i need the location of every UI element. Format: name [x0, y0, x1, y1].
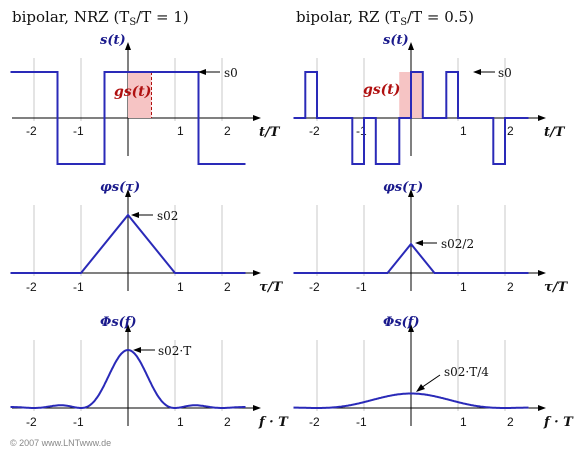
tick-label: 1 — [177, 124, 184, 138]
x-axis-label: τ/T — [259, 280, 283, 295]
psd-curve — [293, 392, 529, 409]
tick-label: -2 — [309, 415, 320, 429]
signal-curve — [10, 71, 246, 165]
x-axis-label: f · T — [258, 415, 289, 430]
svg-text:s02/2: s02/2 — [441, 237, 474, 251]
annotation-s0-left: s0 — [198, 66, 238, 80]
acf-curve — [10, 213, 246, 274]
x-axis-arrow — [538, 270, 546, 276]
annotation-s0sq-left: s02 — [131, 209, 178, 223]
tick-label: -2 — [26, 124, 37, 138]
tick-label: 1 — [177, 415, 184, 429]
y-axis-arrow — [408, 42, 414, 50]
x-axis-arrow — [538, 115, 546, 121]
y-axis-label: φs(τ) — [383, 180, 423, 195]
y-axis-label: Φs(f) — [100, 315, 137, 330]
title-right: bipolar, RZ (TS/T = 0.5) — [296, 8, 474, 28]
panels: -2 -1 1 2 s(t) t/T gs(t) -2 -1 1 2 s(t) t/T gs(t) -2 -1… — [10, 33, 574, 430]
y-axis-arrow — [125, 189, 131, 197]
x-axis-label: t/T — [544, 125, 566, 140]
tick-label: 1 — [460, 415, 467, 429]
tick-label: -2 — [26, 280, 37, 294]
tick-label: 1 — [177, 280, 184, 294]
tick-label: -1 — [73, 415, 84, 429]
panel-left-2: -2 -1 1 2 Φs(f) f · T — [10, 315, 289, 430]
svg-text:s02·T/4: s02·T/4 — [444, 365, 489, 379]
panel-right-2: -2 -1 1 2 Φs(f) f · T — [293, 315, 574, 430]
tick-label: -2 — [309, 124, 320, 138]
x-axis-arrow — [538, 405, 546, 411]
signal-curve — [293, 71, 529, 165]
tick-label: -1 — [73, 280, 84, 294]
panel-left-0: -2 -1 1 2 s(t) t/T gs(t) — [10, 33, 281, 165]
x-axis-label: t/T — [259, 125, 281, 140]
tick-label: -2 — [26, 415, 37, 429]
psd-curve — [10, 348, 246, 409]
tick-label: 1 — [460, 280, 467, 294]
y-axis-arrow — [125, 42, 131, 50]
tick-label: 1 — [460, 124, 467, 138]
tick-label: 2 — [224, 124, 231, 138]
y-axis-label: s(t) — [100, 33, 126, 48]
x-axis-arrow — [253, 405, 261, 411]
tick-label: -1 — [73, 124, 84, 138]
svg-text:s0: s0 — [498, 66, 512, 80]
annotation-s0sq-half: s02/2 — [415, 237, 474, 251]
annotation-s0sq-T4: s02·T/4 — [416, 365, 489, 392]
svg-text:s02·T: s02·T — [158, 344, 191, 358]
title-left: bipolar, NRZ (TS/T = 1) — [12, 8, 189, 28]
y-axis-arrow — [408, 189, 414, 197]
tick-label: 2 — [507, 415, 514, 429]
tick-label: 2 — [224, 415, 231, 429]
y-axis-label: φs(τ) — [100, 180, 140, 195]
pulse-label: gs(t) — [363, 82, 400, 98]
panel-left-1: -2 -1 1 2 φs(τ) τ/T — [10, 180, 283, 295]
annotation-s0sq-T: s02·T — [133, 344, 191, 358]
tick-label: 2 — [507, 280, 514, 294]
copyright: © 2007 www.LNTwww.de — [10, 438, 111, 448]
x-axis-arrow — [253, 115, 261, 121]
y-axis-arrow — [408, 324, 414, 332]
y-axis-label: Φs(f) — [383, 315, 420, 330]
tick-label: -1 — [356, 415, 367, 429]
svg-text:s02: s02 — [157, 209, 178, 223]
x-axis-arrow — [253, 270, 261, 276]
y-axis-label: s(t) — [383, 33, 409, 48]
x-axis-label: τ/T — [544, 280, 568, 295]
panel-right-0: -2 -1 1 2 s(t) t/T gs(t) — [293, 33, 566, 165]
x-axis-label: f · T — [543, 415, 574, 430]
tick-label: 2 — [507, 124, 514, 138]
tick-label: -1 — [356, 280, 367, 294]
pulse-label: gs(t) — [114, 84, 151, 100]
svg-text:s0: s0 — [224, 66, 238, 80]
acf-curve — [293, 242, 529, 274]
annotation-s0-right: s0 — [473, 66, 512, 80]
tick-label: -2 — [309, 280, 320, 294]
tick-label: 2 — [224, 280, 231, 294]
y-axis-arrow — [125, 324, 131, 332]
panel-right-1: -2 -1 1 2 φs(τ) τ/T — [293, 180, 568, 295]
pulse-shade — [128, 72, 152, 118]
tick-label: -1 — [356, 124, 367, 138]
